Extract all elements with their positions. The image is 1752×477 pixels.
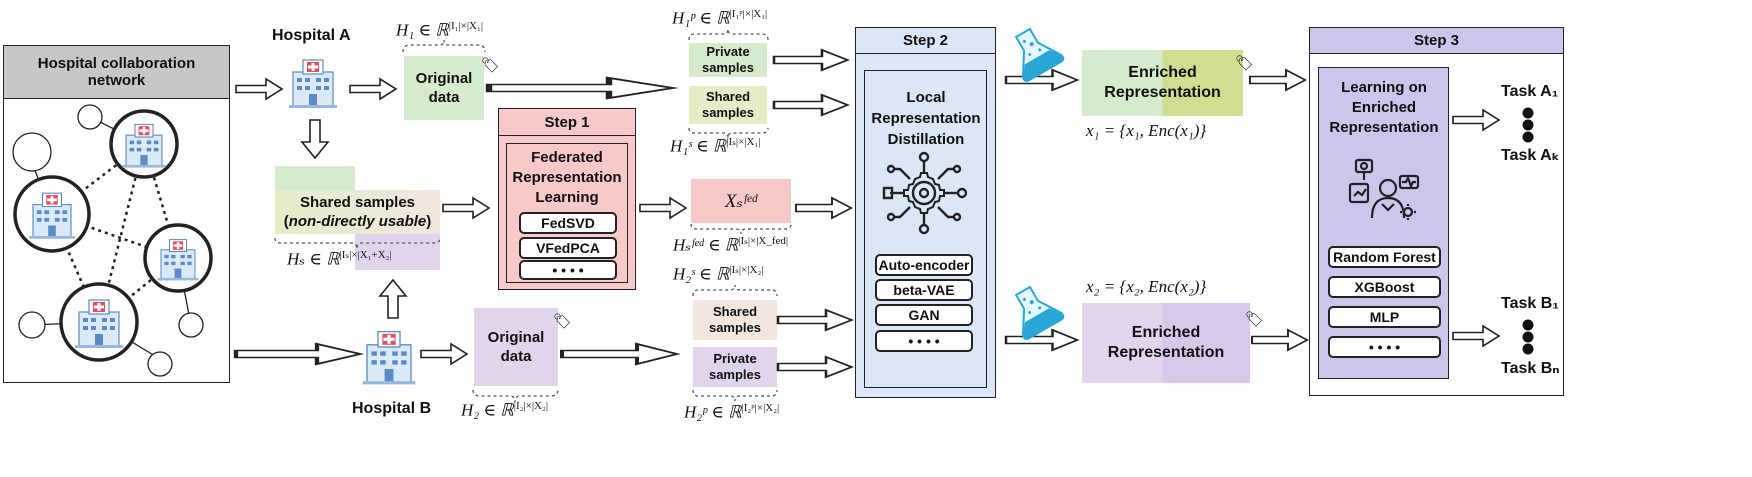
h2s-formula: H₂ˢ ∈ ℝ|Iₛ|×|X₂| xyxy=(673,264,764,284)
flask-icon xyxy=(1002,278,1066,342)
enriched-representation-2: Enriched Representation xyxy=(1082,303,1250,383)
step3-title: Step 3 xyxy=(1310,28,1563,54)
original-data-a: Original data xyxy=(404,56,484,120)
network-title: Hospital collaboration network xyxy=(4,46,229,99)
autoencoder-method: Auto-encoder xyxy=(875,254,973,276)
h1-formula: H₁ ∈ ℝ|I₁|×|X₁| xyxy=(396,20,484,40)
h1s-formula: H₁ˢ ∈ ℝ|Iₛ|×|X₁| xyxy=(670,136,761,156)
tag-icon: 🏷 xyxy=(481,57,501,74)
enriched-representation-1: Enriched Representation xyxy=(1082,50,1243,116)
step3-inner: Learning on Enriched Representation Rand… xyxy=(1318,67,1449,379)
step3-more-methods: • • • • xyxy=(1328,336,1441,358)
hospital-a-icon xyxy=(288,59,338,109)
step1-more-methods: • • • • xyxy=(519,260,617,280)
original-data-b: Original data xyxy=(474,308,558,386)
task-ak-label: Task Aₖ xyxy=(1501,147,1560,164)
h2-formula: H₂ ∈ ℝ|I₂|×|X₂| xyxy=(461,400,549,420)
shared-samples-a: Shared samples xyxy=(689,86,767,124)
fedsvd-method: FedSVD xyxy=(519,212,617,234)
hospital-a-label: Hospital A xyxy=(272,27,351,44)
flask-icon xyxy=(1002,20,1066,84)
step3-panel: Step 3 Learning on Enriched Representati… xyxy=(1309,27,1564,396)
x2-formula: x₂ = {x₂, Enc(x₂)} xyxy=(1086,277,1207,296)
step1-inner: Federated Representation Learning FedSVD… xyxy=(506,143,628,283)
step1-panel: Step 1 Federated Representation Learning… xyxy=(498,108,636,290)
h2p-formula: H₂ᵖ ∈ ℝ|I₂ᵖ|×|X₂| xyxy=(684,402,780,422)
tag-icon: 🏷 xyxy=(553,313,573,330)
random-forest-method: Random Forest xyxy=(1328,246,1441,268)
tag-icon: 🏷 xyxy=(1245,311,1265,328)
vfedpca-method: VFedPCA xyxy=(519,237,617,259)
hospital-b-label: Hospital B xyxy=(352,400,432,417)
shared-green-strip xyxy=(275,166,355,190)
step1-title: Step 1 xyxy=(499,109,635,136)
step2-inner: Local Representation Distillation Auto-e… xyxy=(864,70,987,388)
hs-formula: Hₛ ∈ ℝ|Iₛ|×|X₁+X₂| xyxy=(287,249,392,269)
step2-more-methods: • • • • xyxy=(875,330,973,352)
task-b1-label: Task B₁ xyxy=(1501,295,1559,312)
private-samples-a: Private samples xyxy=(689,43,767,77)
xgboost-method: XGBoost xyxy=(1328,276,1441,298)
shared-samples-block: Shared samples (non-directly usable) xyxy=(275,190,440,234)
gan-method: GAN xyxy=(875,304,973,326)
step2-panel: Step 2 Local Representation Distillation… xyxy=(855,27,996,398)
task-bn-label: Task Bₙ xyxy=(1501,360,1560,377)
hsfed-formula: Hₛᶠᵉᵈ ∈ ℝ|Iₛ|×|X_fed| xyxy=(673,235,789,255)
step2-heading: Local Representation Distillation xyxy=(871,89,981,148)
task-a1-label: Task A₁ xyxy=(1501,83,1559,100)
shared-samples-b: Shared samples xyxy=(693,300,777,340)
step1-heading: Federated Representation Learning xyxy=(512,149,622,206)
beta-vae-method: beta-VAE xyxy=(875,279,973,301)
mlp-method: MLP xyxy=(1328,306,1441,328)
tag-icon: 🏷 xyxy=(1235,55,1255,72)
step2-title: Step 2 xyxy=(856,28,995,54)
h1p-formula: H₁ᵖ ∈ ℝ|I₁ᵖ|×|X₁| xyxy=(672,8,768,28)
private-samples-b: Private samples xyxy=(693,347,777,387)
federated-representation-block: Xₛᶠᵉᵈ xyxy=(691,179,791,223)
network-panel: Hospital collaboration network xyxy=(3,45,230,383)
hospital-b-icon xyxy=(361,330,417,386)
x1-formula: x₁ = {x₁, Enc(x₁)} xyxy=(1086,121,1207,140)
step3-heading: Learning on Enriched Representation xyxy=(1329,79,1439,136)
